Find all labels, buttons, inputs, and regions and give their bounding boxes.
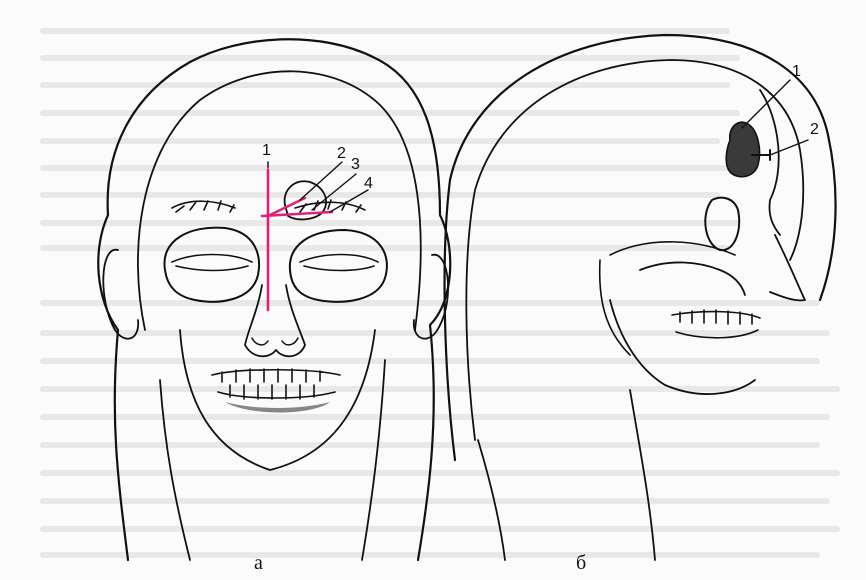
callout-a-1: 1 (262, 143, 271, 159)
mouth-shadow (225, 402, 330, 413)
panel-b-lateral-view (445, 35, 836, 560)
head-outline (98, 39, 450, 560)
neck-left (160, 380, 190, 560)
lateral-nose (770, 235, 805, 300)
left-eyelid (172, 255, 252, 271)
callout-a-2: 2 (337, 146, 346, 162)
callout-a-4: 4 (364, 176, 373, 192)
leader-b-1 (742, 80, 790, 128)
nose (245, 285, 305, 356)
panel-a-label: а (254, 553, 263, 573)
callout-b-1: 1 (792, 64, 801, 80)
left-eyebrow (172, 201, 235, 212)
callout-b-2: 2 (810, 122, 819, 138)
panel-a-frontal-view (98, 39, 450, 560)
right-eyelid (300, 255, 378, 271)
lateral-neck-back (478, 440, 505, 560)
lateral-teeth (672, 310, 760, 338)
callout-a-3: 3 (351, 157, 360, 173)
left-orbit (164, 228, 259, 302)
skull-outline (138, 71, 421, 330)
cheek-contour (610, 242, 735, 255)
lateral-neck-front (630, 390, 655, 560)
zygomatic-arch (640, 262, 745, 295)
upper-teeth (212, 369, 340, 382)
lateral-frontal-sinus-lesion (726, 122, 759, 177)
right-eyebrow (295, 200, 365, 212)
neck-right (362, 360, 385, 560)
panel-b-label: б (576, 553, 586, 573)
left-ear (103, 250, 138, 339)
lateral-orbit (705, 198, 739, 250)
nostrils (252, 338, 298, 345)
frontal-bone (760, 90, 780, 235)
lateral-head-outline (445, 35, 836, 460)
leader-b-2 (770, 140, 808, 155)
lower-teeth (218, 385, 335, 399)
